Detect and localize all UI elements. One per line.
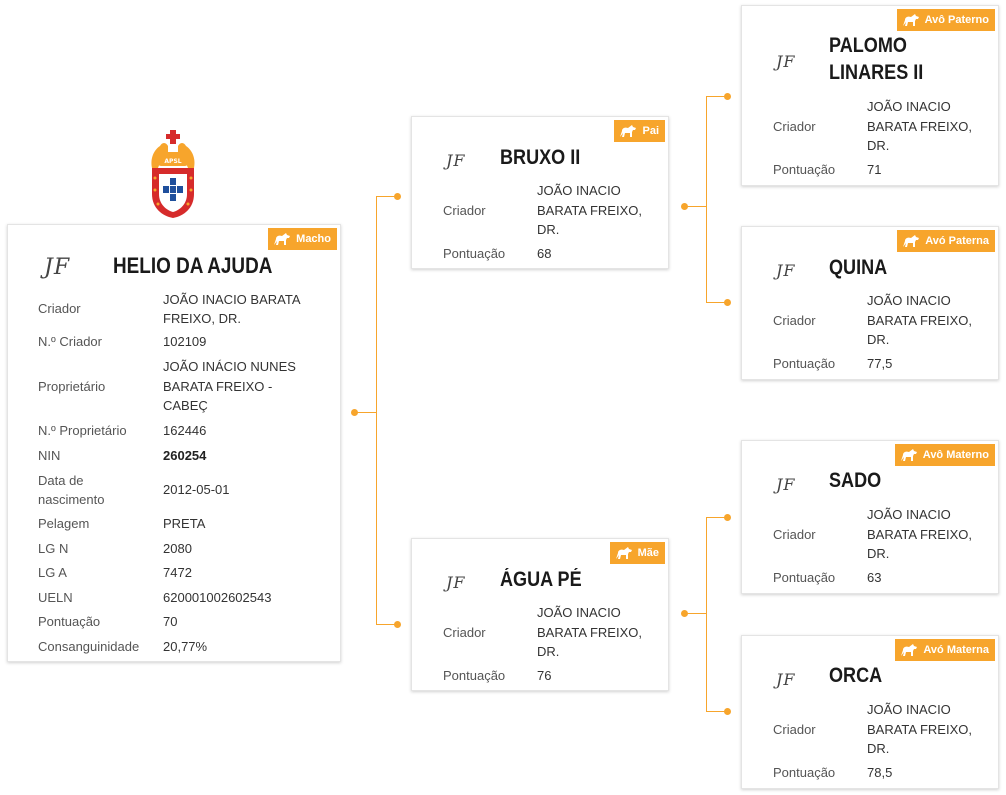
score-row: Pontuação 76 [443,668,552,684]
breeder-row: Criador JOÃO INACIO BARATA FREIXO, DR. [773,702,972,757]
breeder-monogram: JF [446,151,466,170]
horse-name-line1: PALOMO [829,34,907,57]
horse-name: ÁGUA PÉ [500,568,582,591]
connector-to-mat-grandfather [706,517,728,518]
connector-dot [394,193,401,200]
mat-grandmother-card[interactable]: Avó Materna JF ORCA Criador JOÃO INACIO … [741,635,999,789]
detail-row-consanguinidade: Consanguinidade 20,77% [38,639,208,655]
sex-badge: Macho [268,228,337,250]
breeder-monogram: JF [776,52,796,71]
connector-maternal-trunk [706,517,707,711]
connector-trunk [376,196,377,624]
mother-badge: Mãe [609,542,665,564]
score-row: Pontuação 71 [773,162,882,178]
breeder-row: Criador JOÃO INACIO BARATA FREIXO, DR. [443,183,642,238]
breeder-monogram: JF [776,261,796,280]
detail-row-ueln: UELN 620001002602543 [38,590,272,606]
breeder-monogram: JF [776,670,796,689]
detail-row-criador: Criador JOÃO INACIO BARATA FREIXO, DR. [38,291,300,327]
breeder-monogram: JF [776,475,796,494]
mat-grandfather-badge: Avô Materno [894,444,995,466]
breeder-monogram: JF [44,255,71,280]
connector-paternal-trunk [706,96,707,303]
breeder-row: Criador JOÃO INACIO BARATA FREIXO, DR. [773,507,972,562]
horse-name: BRUXO II [500,146,581,169]
detail-row-pontuacao: Pontuação 70 [38,614,178,630]
breeder-row: Criador JOÃO INACIO BARATA FREIXO, DR. [773,99,972,154]
horse-icon [902,14,919,26]
connector-to-pat-grandfather [706,96,728,97]
detail-row-proprietario: Proprietário JOÃO INÁCIO NUNES BARATA FR… [38,359,296,414]
detail-row-lg-n: LG N 2080 [38,541,192,557]
svg-text:APSL: APSL [164,158,181,165]
connector-dot [724,514,731,521]
horse-name: ORCA [829,664,883,687]
detail-row-data-nascimento: Data de nascimento 2012-05-01 [38,472,230,508]
horse-icon [903,235,920,247]
horse-icon [901,644,918,656]
connector-dot [724,93,731,100]
pat-grandfather-card[interactable]: Avô Paterno JF PALOMO LINARES II Criador… [741,5,999,186]
horse-icon [620,125,637,137]
badge-label: Macho [296,233,331,245]
breeder-monogram: JF [446,573,466,592]
connector-dot [351,409,358,416]
connector-dot [394,621,401,628]
horse-icon [615,547,632,559]
detail-row-pelagem: Pelagem PRETA [38,516,206,532]
connector-to-father [376,196,398,197]
pat-grandmother-badge: Avó Paterna [897,230,995,252]
connector-dot [681,203,688,210]
mother-card[interactable]: Mãe JF ÁGUA PÉ Criador JOÃO INACIO BARAT… [411,538,669,691]
connector-father-out [685,206,706,207]
coat-of-arms-icon: APSL [151,130,195,218]
pat-grandfather-badge: Avô Paterno [896,9,995,31]
pat-grandmother-card[interactable]: Avó Paterna JF QUINA Criador JOÃO INACIO… [741,226,999,380]
mat-grandmother-badge: Avó Materna [895,639,995,661]
horse-icon [900,449,917,461]
horse-name: HELIO DA AJUDA [113,253,273,278]
main-horse-card[interactable]: Macho JF HELIO DA AJUDA Criador JOÃO INA… [7,224,341,662]
mat-grandfather-card[interactable]: Avô Materno JF SADO Criador JOÃO INACIO … [741,440,999,594]
horse-name: QUINA [829,256,888,279]
detail-row-nin: NIN 260254 [38,448,207,464]
score-row: Pontuação 63 [773,570,882,586]
horse-name-line2: LINARES II [829,61,924,84]
connector-dot [724,299,731,306]
connector-mother-out [685,613,706,614]
father-card[interactable]: Pai JF BRUXO II Criador JOÃO INACIO BARA… [411,116,669,269]
detail-row-n-proprietario: N.º Proprietário 162446 [38,423,207,439]
connector-dot [681,610,688,617]
connector-dot [724,708,731,715]
breeder-row: Criador JOÃO INACIO BARATA FREIXO, DR. [773,293,972,348]
detail-row-lg-a: LG A 7472 [38,565,192,581]
score-row: Pontuação 77,5 [773,356,893,372]
coat-of-arms-logo: APSL [146,128,200,220]
connector-to-pat-grandmother [706,302,728,303]
connector-to-mother [376,624,398,625]
score-row: Pontuação 68 [443,246,552,262]
score-row: Pontuação 78,5 [773,765,893,781]
breeder-row: Criador JOÃO INACIO BARATA FREIXO, DR. [443,605,642,660]
father-badge: Pai [614,120,665,142]
horse-icon [274,233,291,245]
horse-name: SADO [829,469,882,492]
connector-to-mat-grandmother [706,711,728,712]
detail-row-n-criador: N.º Criador 102109 [38,334,207,350]
connector-main [355,412,376,413]
